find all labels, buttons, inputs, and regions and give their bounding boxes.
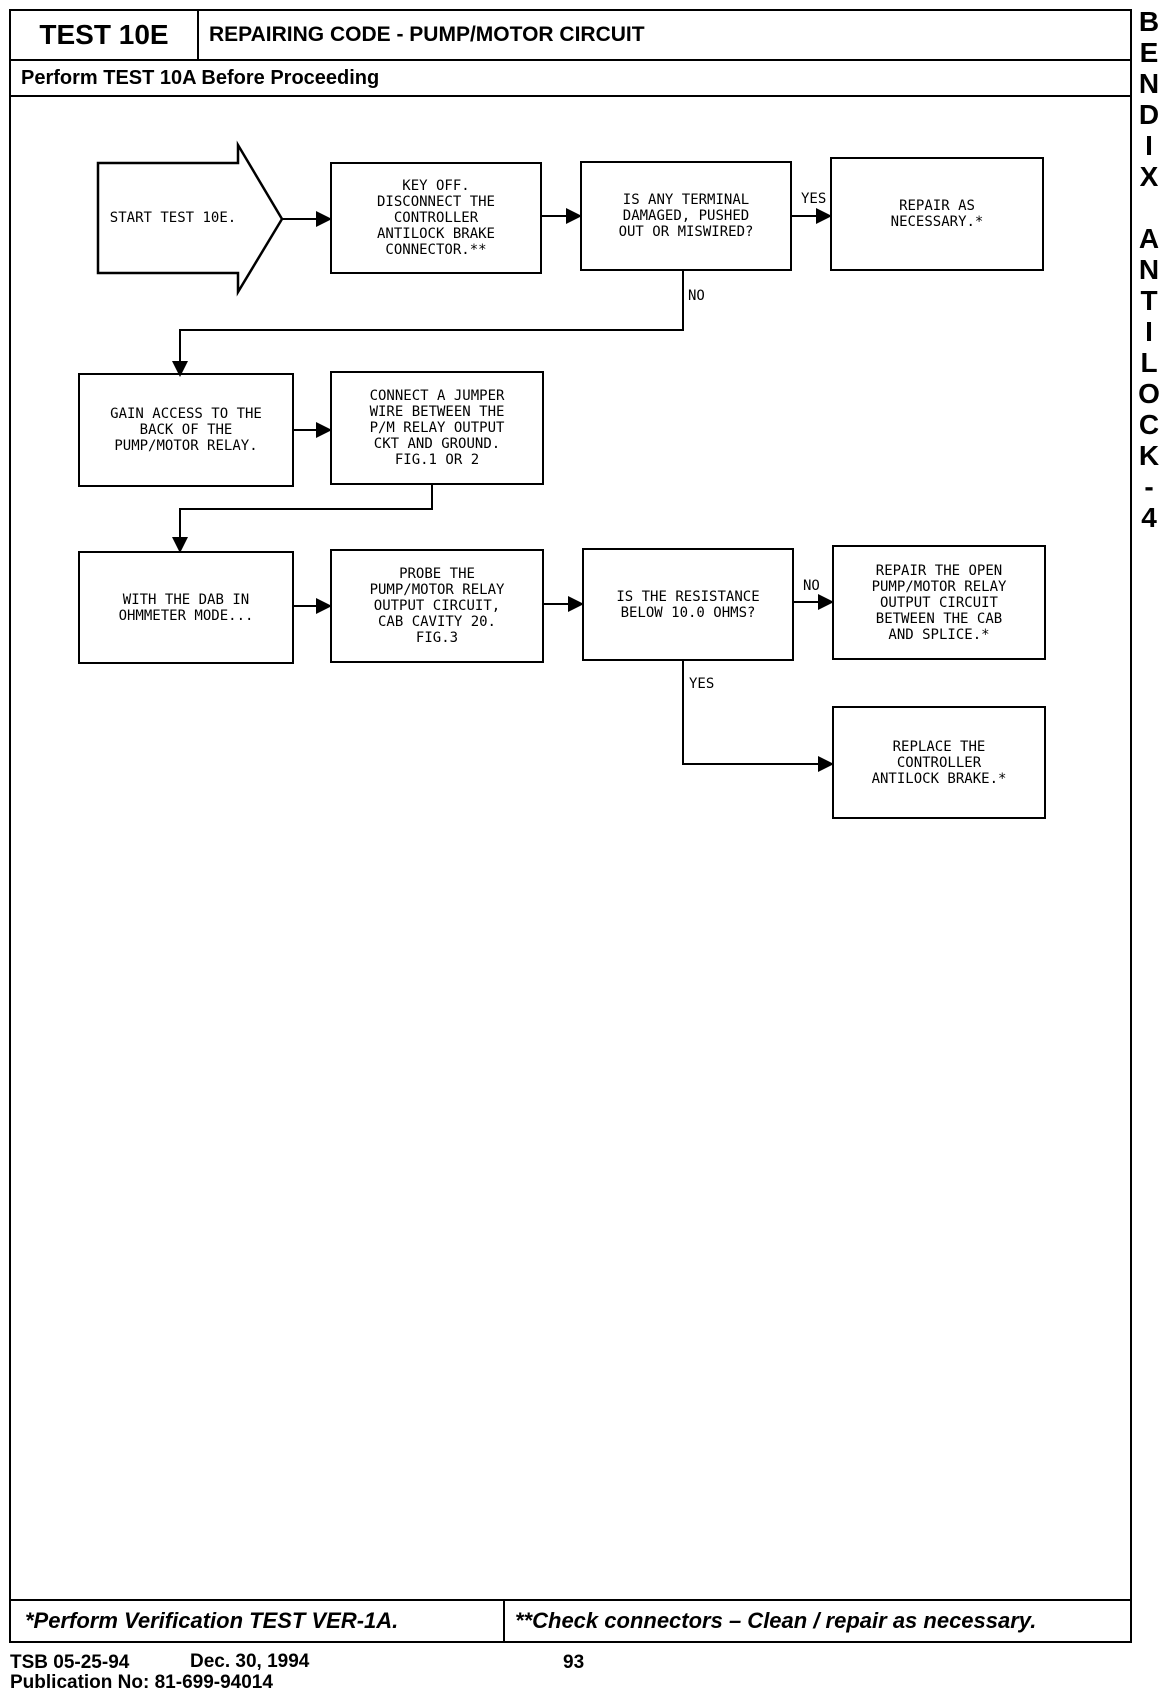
- terminal-damage-question: IS ANY TERMINAL DAMAGED, PUSHED OUT OR M…: [580, 161, 792, 271]
- subheader: Perform TEST 10A Before Proceeding: [11, 61, 1130, 97]
- start-node: START TEST 10E.: [109, 210, 237, 226]
- connector: [172, 485, 433, 553]
- connector: [172, 270, 684, 377]
- start-arrow-shape: [96, 140, 284, 297]
- repair-as-necessary-step: REPAIR AS NECESSARY.*: [830, 157, 1044, 271]
- side-label-letter: I: [1145, 130, 1153, 161]
- no-label: NO: [803, 578, 820, 594]
- connector: [682, 660, 834, 772]
- side-label-letter: -: [1144, 471, 1154, 502]
- gain-access-step: GAIN ACCESS TO THE BACK OF THE PUMP/MOTO…: [78, 373, 294, 487]
- repair-open-circuit-step: REPAIR THE OPEN PUMP/MOTOR RELAY OUTPUT …: [832, 545, 1046, 660]
- resistance-question: IS THE RESISTANCE BELOW 10.0 OHMS?: [582, 548, 794, 661]
- footer: *Perform Verification TEST VER-1A. **Che…: [11, 1599, 1130, 1641]
- no-label: NO: [688, 288, 705, 304]
- jumper-wire-step: CONNECT A JUMPER WIRE BETWEEN THE P/M RE…: [330, 371, 544, 485]
- prerequisite-note: Perform TEST 10A Before Proceeding: [21, 67, 380, 89]
- side-label-letter: N: [1138, 68, 1160, 99]
- side-label-letter: 4: [1141, 502, 1157, 533]
- side-label-letter: I: [1145, 316, 1153, 347]
- page-number: 93: [563, 1652, 585, 1673]
- side-label-letter: B: [1138, 6, 1160, 37]
- probe-circuit-step: PROBE THE PUMP/MOTOR RELAY OUTPUT CIRCUI…: [330, 549, 544, 663]
- page-title: REPAIRING CODE - PUMP/MOTOR CIRCUIT: [209, 23, 645, 46]
- tsb-number: TSB 05-25-94: [10, 1652, 130, 1673]
- header: TEST 10E REPAIRING CODE - PUMP/MOTOR CIR…: [11, 11, 1130, 61]
- side-label-letter: L: [1140, 347, 1158, 378]
- yes-label: YES: [689, 676, 715, 692]
- dab-ohmmeter-step: WITH THE DAB IN OHMMETER MODE...: [78, 551, 294, 664]
- side-label-letter: T: [1140, 285, 1158, 316]
- issue-date: Dec. 30, 1994: [190, 1651, 310, 1672]
- side-label-letter: E: [1139, 37, 1159, 68]
- side-label-letter: D: [1138, 99, 1160, 130]
- footnote-connectors: **Check connectors – Clean / repair as n…: [515, 1608, 1037, 1633]
- side-label-letter: K: [1138, 440, 1160, 471]
- side-label-letter: A: [1138, 223, 1160, 254]
- page-frame: TEST 10E REPAIRING CODE - PUMP/MOTOR CIR…: [9, 9, 1132, 1643]
- side-label-letter: X: [1139, 161, 1159, 192]
- side-label-letter: O: [1138, 378, 1160, 409]
- replace-controller-step: REPLACE THE CONTROLLER ANTILOCK BRAKE.*: [832, 706, 1046, 819]
- key-off-step: KEY OFF. DISCONNECT THE CONTROLLER ANTIL…: [330, 162, 542, 274]
- yes-label: YES: [801, 191, 827, 207]
- footnote-verification: *Perform Verification TEST VER-1A.: [11, 1601, 505, 1641]
- side-label-letter: N: [1138, 254, 1160, 285]
- publication-number: Publication No: 81-699-94014: [10, 1672, 273, 1693]
- side-label-letter: C: [1138, 409, 1160, 440]
- test-id: TEST 10E: [11, 11, 199, 59]
